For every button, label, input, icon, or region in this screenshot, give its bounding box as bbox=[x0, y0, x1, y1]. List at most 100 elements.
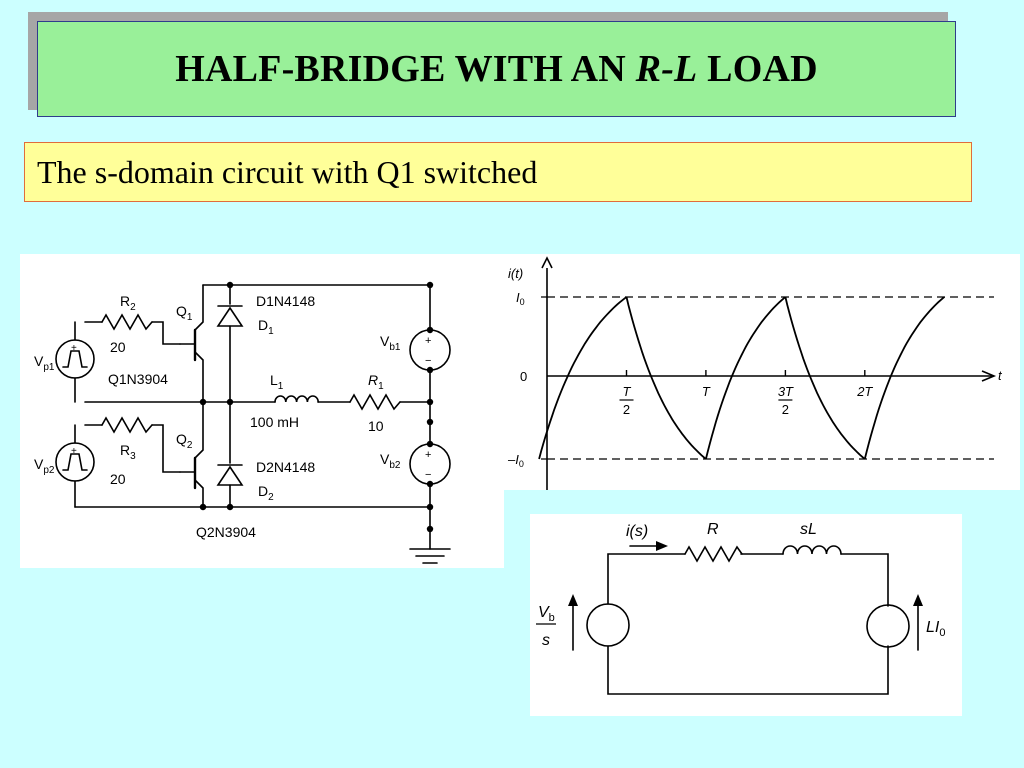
waveform-segment-fall bbox=[625, 296, 707, 460]
y-tick-i0: I0 bbox=[516, 290, 525, 307]
schematic-diagram: R2 20 Q1 Vp1 Q1N3904 D1N4148 D1 Vb1 L1 1… bbox=[34, 281, 451, 564]
q2-collector bbox=[194, 401, 204, 459]
node-dot bbox=[199, 503, 207, 511]
vb-numerator: Vb bbox=[538, 604, 555, 624]
vp1-label: Vp1 bbox=[34, 353, 55, 373]
y-tick-zero: 0 bbox=[520, 369, 527, 384]
li0-source bbox=[866, 604, 910, 648]
waveform-segment-fall bbox=[784, 296, 866, 460]
y-axis-label: i(t) bbox=[508, 266, 523, 281]
up-arrow-icon bbox=[913, 594, 923, 606]
s-domain-diagram: i(s) R sL Vb s LI0 bbox=[536, 521, 945, 695]
node-dot bbox=[426, 398, 434, 406]
plus-sign: + bbox=[71, 343, 77, 354]
q2-emitter bbox=[194, 479, 204, 508]
x-tick-denominator: 2 bbox=[782, 402, 789, 417]
x-axis-arrow bbox=[981, 370, 997, 382]
subtitle-box: The s-domain circuit with Q1 switched bbox=[24, 142, 972, 202]
r-resistor bbox=[684, 545, 743, 563]
y-tick-minus-i0: –I0 bbox=[507, 452, 524, 469]
r2-resistor bbox=[101, 313, 153, 331]
y-ticks bbox=[541, 296, 547, 460]
node-dot bbox=[426, 281, 434, 289]
d2-diode bbox=[216, 465, 244, 486]
l1-value: 100 mH bbox=[250, 414, 299, 430]
node-dot bbox=[426, 480, 434, 488]
waveform-curves bbox=[538, 296, 945, 460]
x-tick-denominator: 2 bbox=[623, 402, 630, 417]
ground-symbol bbox=[409, 548, 451, 564]
minus-sign: − bbox=[425, 355, 431, 367]
y-axis-arrow bbox=[541, 256, 553, 269]
q2-model: Q2N3904 bbox=[196, 524, 256, 540]
node-dot bbox=[426, 326, 434, 334]
pulse-icon bbox=[62, 453, 88, 471]
top-loop-wire bbox=[607, 553, 889, 607]
vb2-label: Vb2 bbox=[380, 451, 401, 471]
d1-label: D1 bbox=[258, 317, 274, 337]
r3-wires bbox=[84, 424, 181, 473]
plus-sign: + bbox=[425, 335, 431, 347]
bottom-loop-wire bbox=[607, 645, 889, 695]
q1-collector bbox=[194, 284, 204, 331]
li0-label: LI0 bbox=[926, 619, 945, 639]
waveform-segment-rise bbox=[705, 296, 786, 460]
d1-model: D1N4148 bbox=[256, 293, 315, 309]
r2-value: 20 bbox=[110, 339, 126, 355]
r1-resistor bbox=[349, 393, 401, 411]
r2-wires bbox=[84, 321, 181, 345]
r1-value: 10 bbox=[368, 418, 384, 434]
vb1-label: Vb1 bbox=[380, 333, 401, 353]
node-dot bbox=[426, 418, 434, 426]
r2-label: R2 bbox=[120, 293, 136, 313]
q2-label: Q2 bbox=[176, 431, 193, 451]
q1-emitter bbox=[194, 351, 204, 403]
up-arrow-icon bbox=[568, 594, 578, 606]
title-box: HALF-BRIDGE WITH AN R-L LOAD bbox=[37, 21, 956, 117]
node-dot bbox=[426, 525, 434, 533]
current-label: i(s) bbox=[626, 523, 648, 540]
x-tick-label: T bbox=[623, 384, 632, 399]
r1-label: R1 bbox=[368, 372, 384, 392]
d1-diode bbox=[216, 306, 244, 327]
schematic-panel: R2 20 Q1 Vp1 Q1N3904 D1N4148 D1 Vb1 L1 1… bbox=[20, 254, 504, 568]
node-dot bbox=[426, 503, 434, 511]
r3-value: 20 bbox=[110, 471, 126, 487]
right-arrow-icon bbox=[656, 541, 668, 551]
sl-inductor bbox=[782, 545, 842, 555]
r3-label: R3 bbox=[120, 442, 136, 462]
vp2-source bbox=[55, 442, 95, 482]
pulse-icon bbox=[62, 350, 88, 368]
x-axis-label: t bbox=[998, 368, 1003, 383]
x-tick-label: 3T bbox=[778, 384, 794, 399]
plus-sign: + bbox=[425, 449, 431, 461]
plus-sign: + bbox=[71, 446, 77, 457]
waveform-segment-rise bbox=[863, 296, 945, 460]
vb-source bbox=[586, 603, 630, 647]
minus-sign: − bbox=[425, 469, 431, 481]
vp2-label: Vp2 bbox=[34, 456, 55, 476]
vp1-source bbox=[55, 339, 95, 379]
l1-label: L1 bbox=[270, 372, 284, 392]
page-title: HALF-BRIDGE WITH AN R-L LOAD bbox=[175, 48, 818, 90]
l1-inductor bbox=[274, 395, 319, 403]
r3-resistor bbox=[101, 416, 153, 434]
node-dot bbox=[426, 366, 434, 374]
node-dot bbox=[199, 398, 207, 406]
r-label: R bbox=[707, 521, 719, 538]
s-domain-panel: i(s) R sL Vb s LI0 bbox=[530, 514, 962, 716]
node-dot bbox=[226, 503, 234, 511]
x-tick-label: T bbox=[702, 384, 711, 399]
x-tick-label: 2T bbox=[856, 384, 873, 399]
q1-model: Q1N3904 bbox=[108, 371, 168, 387]
q1-label: Q1 bbox=[176, 303, 193, 323]
subtitle: The s-domain circuit with Q1 switched bbox=[37, 153, 538, 190]
waveform-segment-rise bbox=[538, 296, 628, 460]
sl-label: sL bbox=[800, 521, 817, 538]
node-dot bbox=[426, 440, 434, 448]
vb-denominator: s bbox=[542, 632, 550, 649]
node-dot bbox=[226, 281, 234, 289]
